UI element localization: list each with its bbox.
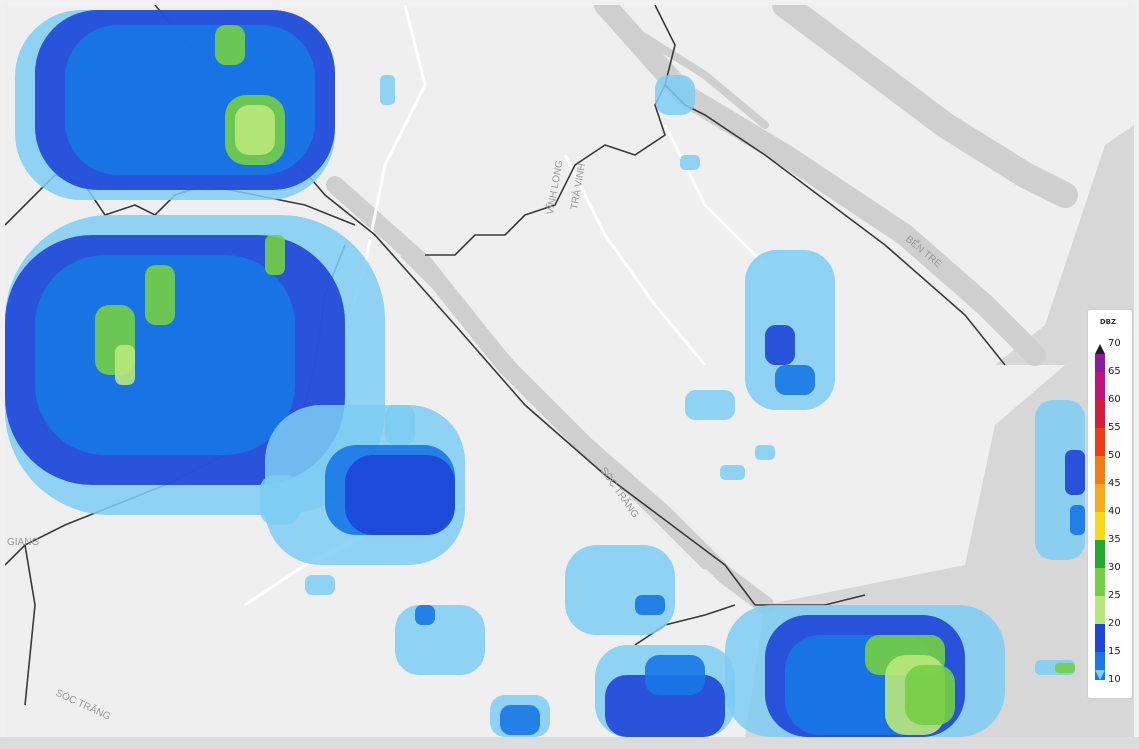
boundary-south (634, 604, 736, 646)
legend-segment-50 (1095, 428, 1105, 456)
radar-echo-green-12 (265, 235, 285, 275)
legend-bottom-arrow (1095, 670, 1105, 680)
boundary-sw (24, 544, 36, 706)
legend-label-70: 70 (1108, 338, 1121, 349)
bottom-strip (0, 737, 1139, 749)
legend-label-20: 20 (1108, 618, 1121, 629)
radar-echo-mid-42 (1070, 505, 1085, 535)
legend-segment-40 (1095, 484, 1105, 512)
radar-echo-light-47 (260, 475, 300, 525)
sea-area-north (995, 125, 1134, 365)
legend-label-50: 50 (1108, 450, 1121, 461)
radar-echo-layer (5, 10, 1085, 737)
radar-echo-light-39 (380, 75, 395, 105)
legend-color-bar (1095, 344, 1105, 680)
legend-label-60: 60 (1108, 394, 1121, 405)
dbz-legend: DBZ 70 65 60 55 50 45 40 35 30 25 20 15 10 (1087, 309, 1133, 699)
radar-echo-light-35 (720, 465, 745, 480)
radar-echo-mid-8 (35, 255, 295, 455)
radar-echo-green-44 (1055, 663, 1075, 673)
legend-label-45: 45 (1108, 478, 1121, 489)
radar-echo-mid-21 (500, 705, 540, 735)
radar-echo-light-38 (680, 155, 700, 170)
radar-echo-dark-32 (765, 325, 795, 365)
legend-segments (1095, 344, 1105, 680)
road-3 (663, 124, 767, 267)
legend-segment-20 (1095, 596, 1105, 624)
radar-echo-mid-24 (645, 655, 705, 695)
radar-echo-green-30 (905, 665, 955, 725)
boundary-vinh-long-tra-vinh (425, 84, 666, 256)
radar-echo-lime-4 (235, 105, 275, 155)
legend-segment-55 (1095, 400, 1105, 428)
legend-segment-35 (1095, 512, 1105, 540)
radar-echo-mid-33 (775, 365, 815, 395)
legend-label-10: 10 (1108, 674, 1121, 685)
road-2 (563, 154, 707, 366)
river-small-north (621, 21, 769, 129)
radar-echo-light-16 (565, 545, 675, 635)
radar-echo-mid-17 (635, 595, 665, 615)
radar-map[interactable]: VĨNH LONG TRÀ VINH BẾN TRE SÓC TRĂNG SÓC… (5, 5, 1134, 737)
river-branch (400, 250, 710, 570)
radar-echo-mid-19 (415, 605, 435, 625)
boundary-ben-tre (654, 5, 1006, 366)
legend-segment-60 (1095, 372, 1105, 400)
legend-label-40: 40 (1108, 506, 1121, 517)
legend-label-55: 55 (1108, 422, 1121, 433)
legend-label-35: 35 (1108, 534, 1121, 545)
legend-top-arrow (1095, 344, 1105, 354)
radar-echo-light-46 (305, 575, 335, 595)
radar-echo-green-10 (145, 265, 175, 325)
legend-segment-45 (1095, 456, 1105, 484)
radar-echo-lime-11 (115, 345, 135, 385)
legend-label-30: 30 (1108, 562, 1121, 573)
legend-label-65: 65 (1108, 366, 1121, 377)
legend-label-25: 25 (1108, 590, 1121, 601)
radar-echo-light-36 (755, 445, 775, 460)
radar-echo-light-37 (655, 75, 695, 115)
radar-echo-light-34 (685, 390, 735, 420)
legend-segment-25 (1095, 568, 1105, 596)
legend-segment-65 (1095, 354, 1105, 382)
legend-unit: DBZ (1099, 318, 1117, 326)
legend-labels: 70 65 60 55 50 45 40 35 30 25 20 15 10 (1108, 338, 1130, 685)
river-ham-luong (772, 5, 1078, 208)
legend-label-15: 15 (1108, 646, 1121, 657)
legend-segment-15 (1095, 624, 1105, 652)
legend-segment-30 (1095, 540, 1105, 568)
radar-echo-light-18 (395, 605, 485, 675)
radar-echo-light-45 (385, 405, 415, 445)
radar-echo-dark-41 (1065, 450, 1085, 495)
label-giang: GIANG (7, 537, 39, 548)
legend-segment-10 (1095, 652, 1105, 680)
radar-echo-dark-15 (345, 455, 455, 535)
radar-echo-green-5 (215, 25, 245, 65)
